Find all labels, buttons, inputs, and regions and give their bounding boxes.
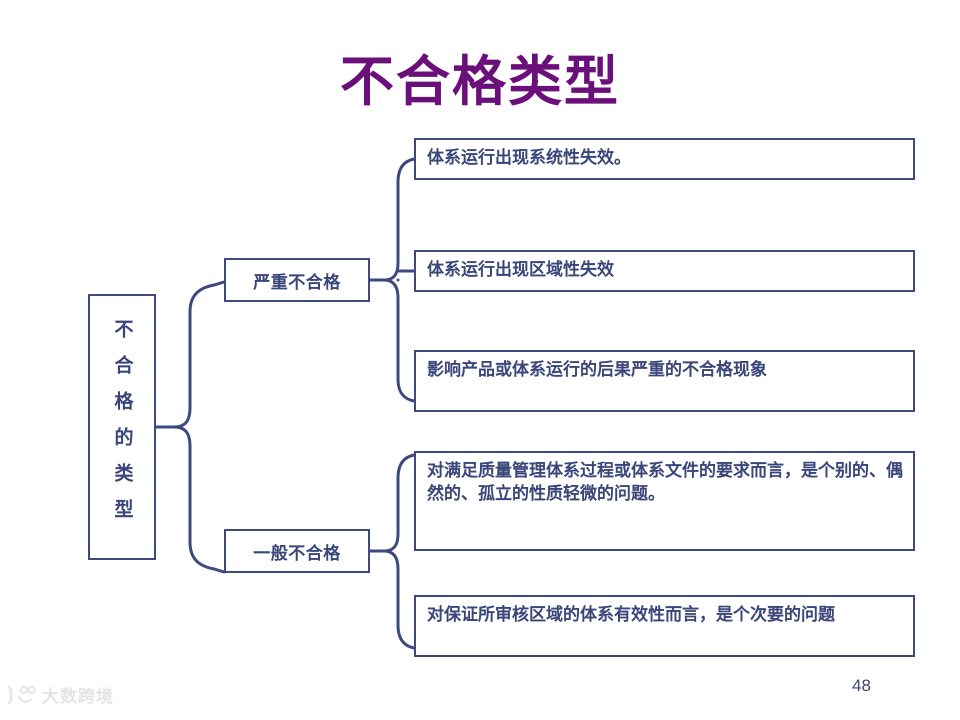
detail-box-text: 体系运行出现系统性失效。 [427,148,631,168]
watermark: 大数跨境 [0,682,114,707]
root-node[interactable]: 不合格的类型 [88,294,156,560]
page-title: 不合格类型 [340,50,620,113]
brace-general-bottom [382,549,416,650]
camera-face-icon [0,683,36,707]
category-node-label: 严重不合格 [253,272,341,293]
category-node-serious[interactable]: 严重不合格 [224,258,370,302]
detail-box-text: 影响产品或体系运行的后果严重的不合格现象 [427,360,767,380]
brace-root-lower [188,444,226,574]
detail-box[interactable]: 影响产品或体系运行的后果严重的不合格现象 [414,350,915,412]
brace-root [154,280,226,429]
detail-box-text: 体系运行出现区域性失效 [427,260,614,280]
detail-box[interactable]: 体系运行出现区域性失效 [414,250,915,292]
brace-serious-top [368,157,416,282]
category-node-label: 一般不合格 [253,543,341,564]
root-node-label: 不合格的类型 [111,319,134,535]
brace-general-top [368,453,416,553]
detail-box-text: 对保证所审核区域的体系有效性而言，是个次要的问题 [427,605,835,625]
brace-serious-bottom [382,278,416,403]
detail-box-text: 对满足质量管理体系过程或体系文件的要求而言，是个别的、偶然的、孤立的性质轻微的问… [427,461,903,505]
detail-box[interactable]: 对保证所审核区域的体系有效性而言，是个次要的问题 [414,595,915,657]
category-node-general[interactable]: 一般不合格 [224,529,370,573]
detail-box[interactable]: 体系运行出现系统性失效。 [414,138,915,180]
watermark-text: 大数跨境 [42,687,114,707]
detail-box[interactable]: 对满足质量管理体系过程或体系文件的要求而言，是个别的、偶然的、孤立的性质轻微的问… [414,451,915,551]
page-number: 48 [852,676,871,695]
